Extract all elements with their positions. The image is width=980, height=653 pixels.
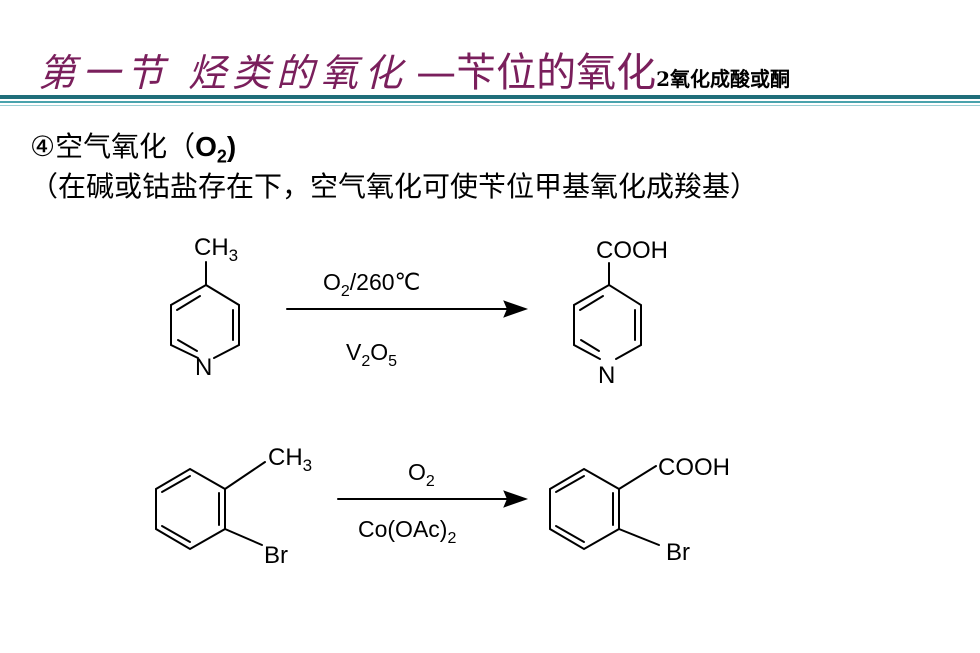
reactant1-pyridine-ring (170, 261, 240, 359)
title-divider-mid (0, 101, 980, 103)
product1-carboxyl-label: COOH (596, 237, 668, 264)
reactant2-methyl-label: CH3 (268, 444, 312, 475)
title-divider-thick (0, 95, 980, 99)
product2-benzene-ring (549, 465, 660, 551)
title-section-label: 第一节 烃类的氧化 (38, 51, 409, 95)
product2-bromo-label: Br (666, 539, 690, 566)
title-divider-thin (0, 105, 980, 106)
section-heading: ④空气氧化（O2) (30, 125, 236, 168)
reaction1-arrowhead (503, 300, 529, 318)
product2-carboxyl-label: COOH (658, 454, 730, 481)
section-note: （在碱或钴盐存在下，空气氧化可使苄位甲基氧化成羧基） (30, 170, 759, 203)
product1-nitrogen-label: N (598, 362, 615, 389)
reaction2-arrowhead (503, 490, 529, 508)
product1-pyridine-ring (573, 262, 642, 360)
title-topic: —苄位的氧化 (416, 50, 657, 96)
reactant1-methyl-label: CH3 (194, 234, 238, 265)
reactant2-benzene-ring (155, 461, 266, 551)
heading-formula: O2) (195, 131, 237, 167)
heading-prefix: ④空气氧化（ (30, 130, 196, 163)
reactant2-bromo-label: Br (264, 542, 288, 569)
reactant1-nitrogen-label: N (195, 354, 212, 381)
reaction2-condition-bottom: Co(OAc)2 (358, 516, 456, 547)
reaction1-condition-bottom: V2O5 (346, 339, 397, 370)
slide-title: 第一节 烃类的氧化—苄位的氧化2氧化成酸或酮 (38, 40, 790, 98)
reaction1-condition-top: O2/260℃ (323, 269, 420, 300)
title-subtopic: 2氧化成酸或酮 (656, 67, 791, 91)
reaction2-condition-top: O2 (408, 459, 435, 490)
